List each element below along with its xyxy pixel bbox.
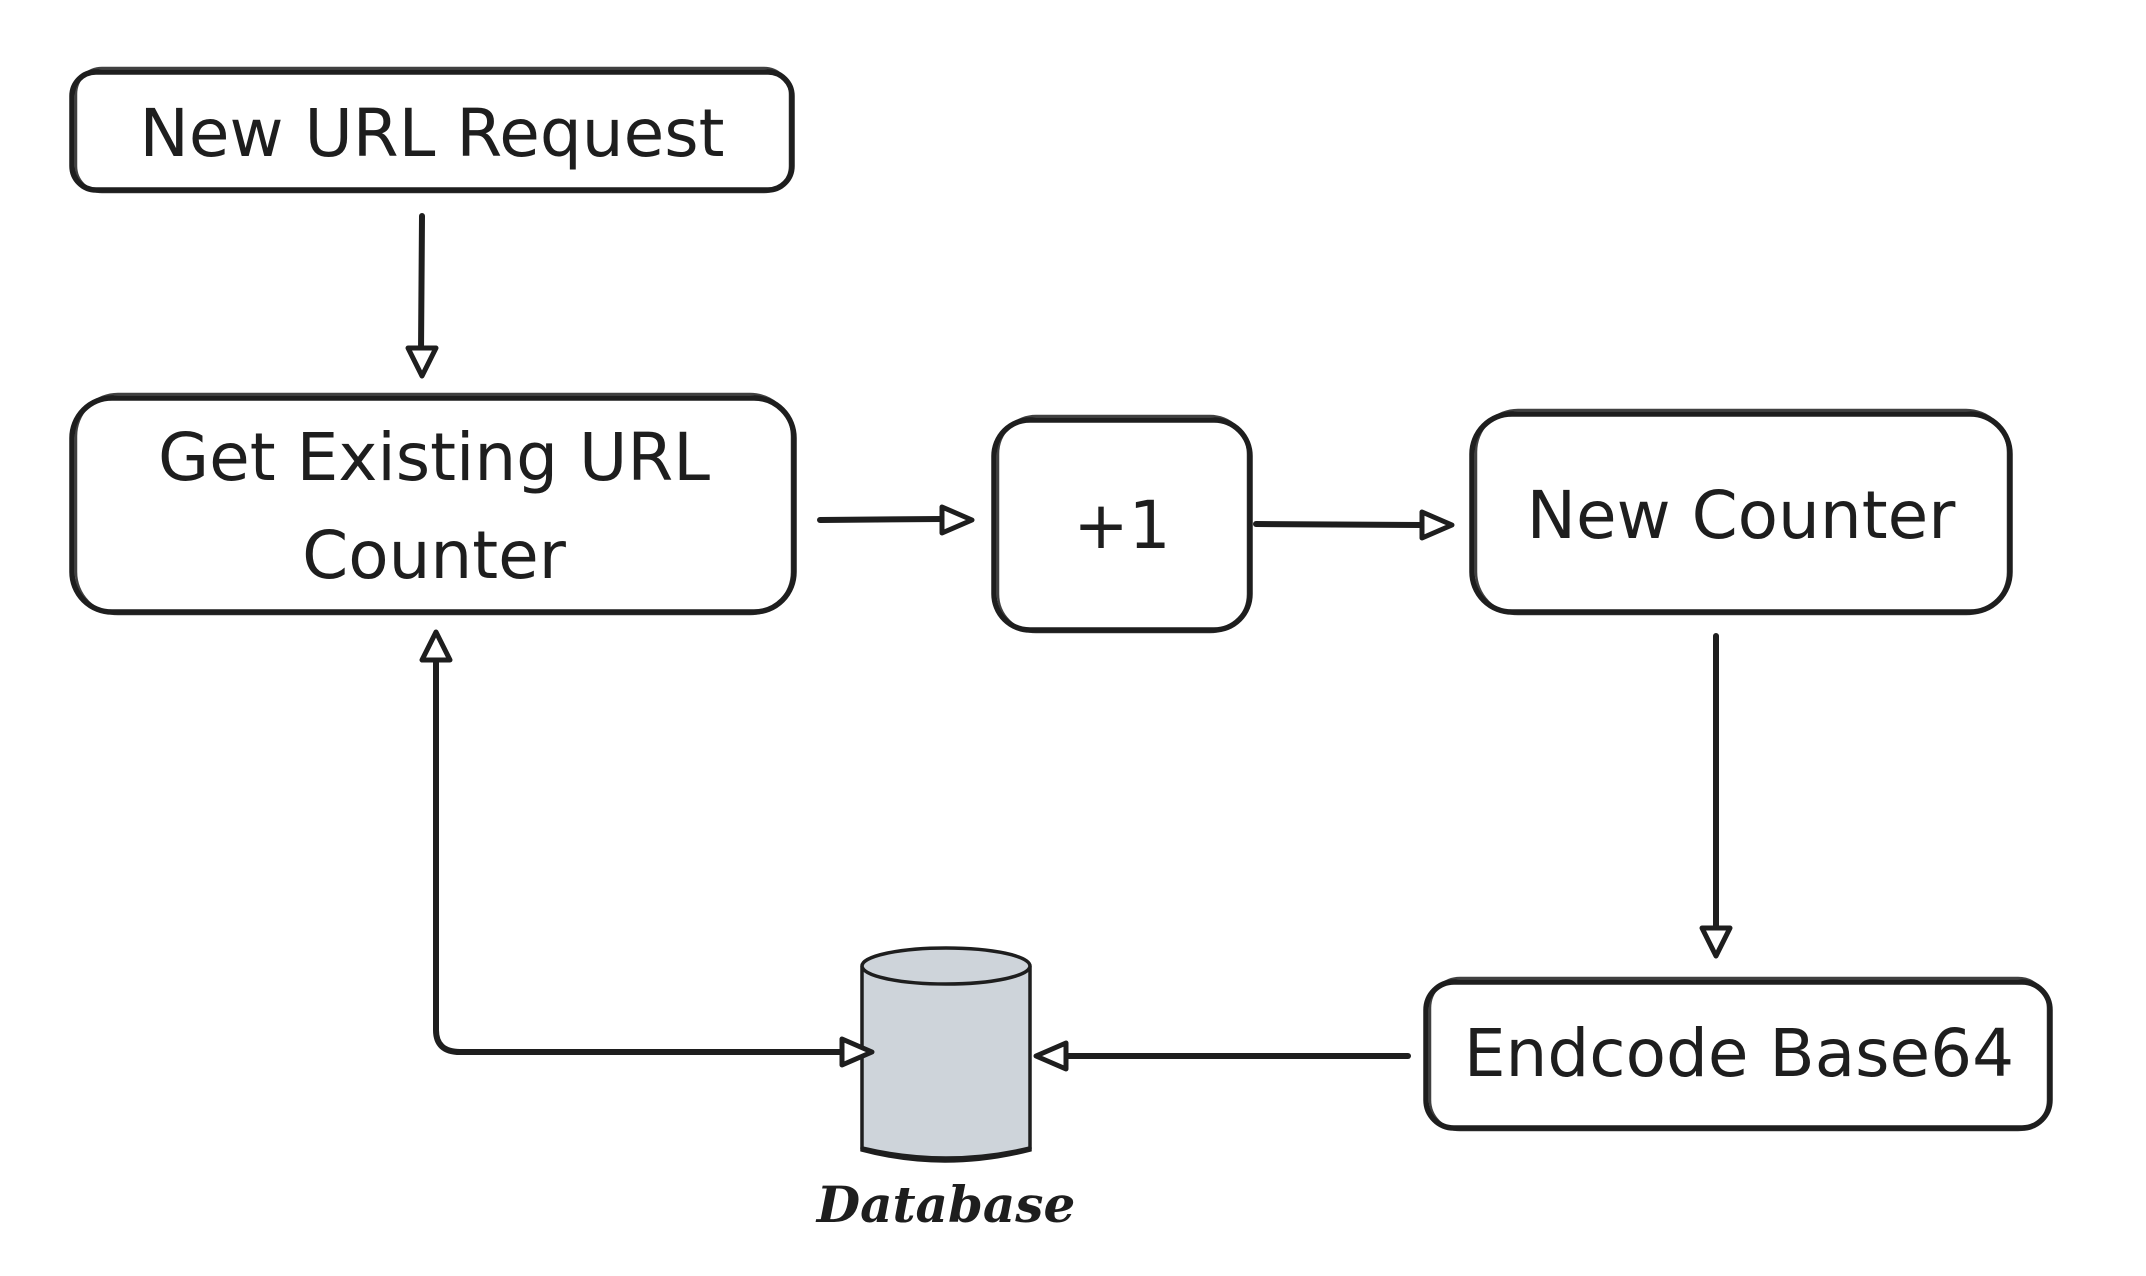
edge-increment-to-new-counter xyxy=(1253,509,1455,541)
database-cylinder-top-icon xyxy=(860,946,1032,986)
node-new-counter-sketch xyxy=(1474,408,2010,616)
arrow-left-icon xyxy=(1033,1040,1069,1072)
node-encode-base64-sketch xyxy=(1428,976,2050,1132)
edge-request-to-get-counter-line xyxy=(418,213,425,355)
edge-encode-to-database xyxy=(1033,1040,1411,1072)
node-get-existing-url-counter[interactable]: Get Existing URL Counter xyxy=(69,392,797,616)
node-get-counter-sketch xyxy=(74,392,794,616)
node-new-url-request-box xyxy=(69,69,795,193)
arrow-down-icon xyxy=(405,345,439,379)
node-increment[interactable]: +1 xyxy=(991,414,1253,634)
node-new-url-request[interactable]: New URL Request xyxy=(69,66,795,194)
node-new-url-request-sketch xyxy=(74,66,792,194)
edge-new-counter-to-encode xyxy=(1699,633,1733,959)
edge-request-to-get-counter xyxy=(405,213,439,379)
node-new-counter-box xyxy=(1469,411,2013,615)
arrow-right-icon xyxy=(939,504,975,536)
node-increment-box xyxy=(991,417,1253,633)
database-label: Database xyxy=(815,1175,1076,1234)
node-encode-base64-label: Endcode Base64 xyxy=(1464,1015,2014,1092)
node-increment-sketch xyxy=(996,414,1250,634)
node-new-counter[interactable]: New Counter xyxy=(1469,408,2013,616)
arrow-up-icon xyxy=(419,629,453,663)
arrow-right-icon xyxy=(839,1036,875,1068)
node-database[interactable]: Database xyxy=(815,946,1076,1234)
database-cylinder-bottom-edge xyxy=(860,1146,1032,1160)
database-cylinder-body-icon xyxy=(860,966,1032,1163)
node-encode-base64[interactable]: Endcode Base64 xyxy=(1423,976,2053,1132)
node-new-counter-label: New Counter xyxy=(1527,477,1957,554)
node-encode-base64-box xyxy=(1423,979,2053,1131)
edge-database-get-counter-bidirectional xyxy=(419,629,875,1068)
arrow-down-icon xyxy=(1699,925,1733,959)
node-get-counter-label-line1: Get Existing URL xyxy=(158,419,710,496)
edge-database-get-counter-line xyxy=(433,657,845,1055)
edge-get-counter-to-increment xyxy=(817,504,975,536)
node-new-url-request-label: New URL Request xyxy=(140,95,725,172)
node-get-counter-label-line2: Counter xyxy=(302,517,567,594)
edge-increment-to-new-counter-line xyxy=(1253,521,1425,528)
edge-get-counter-to-increment-line xyxy=(817,516,945,523)
node-increment-label: +1 xyxy=(1073,487,1170,564)
arrow-right-icon xyxy=(1419,509,1455,541)
node-get-counter-box xyxy=(69,395,797,615)
